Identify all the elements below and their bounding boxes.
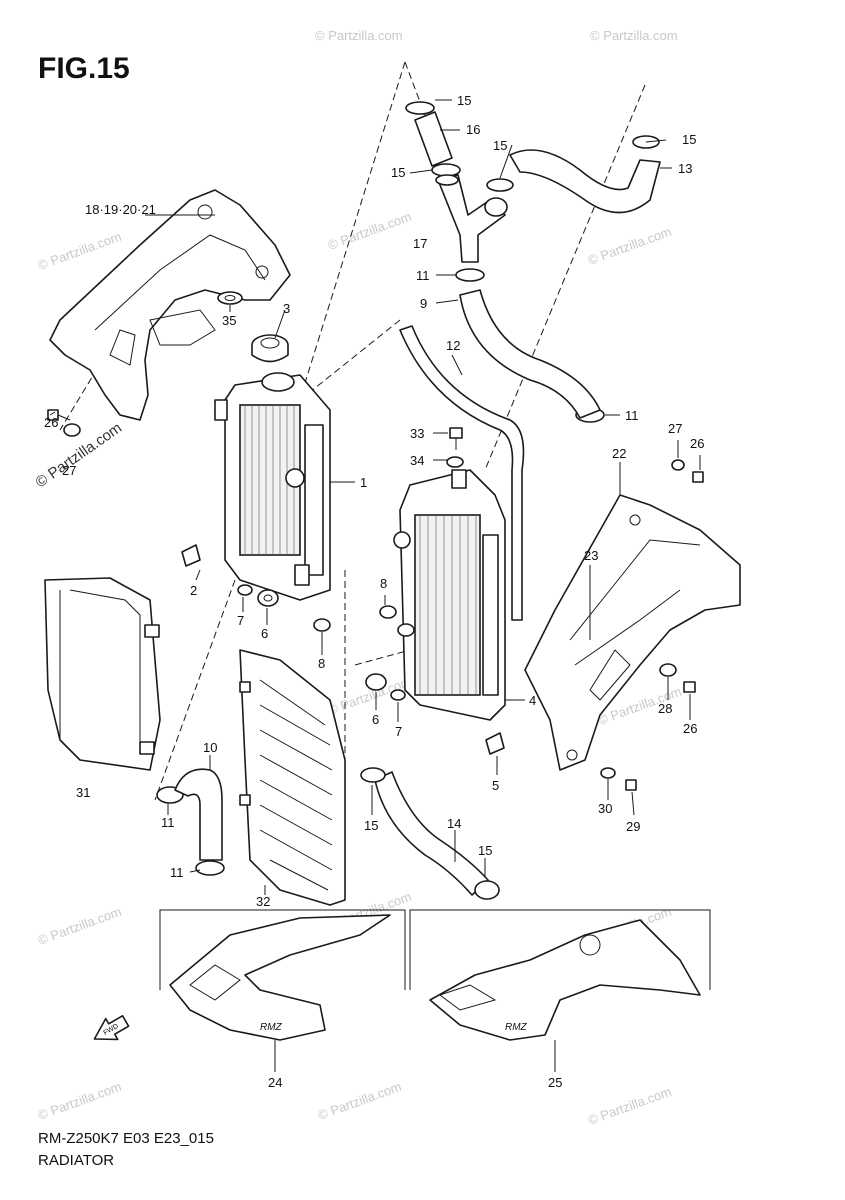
svg-text:RMZ: RMZ: [505, 1022, 528, 1033]
watermark: © Partzilla.com: [36, 229, 123, 273]
callout: 15: [457, 93, 471, 108]
watermark: © Partzilla.com: [36, 1079, 123, 1123]
hose-clamps-lower: [360, 767, 500, 900]
callout: 29: [626, 819, 640, 834]
grommet-35: [217, 291, 243, 305]
callout: 15: [391, 165, 405, 180]
callout: 4: [529, 693, 536, 708]
callout: 16: [466, 122, 480, 137]
radiator-1: [214, 372, 331, 601]
callout: 13: [678, 161, 692, 176]
callout: 15: [478, 843, 492, 858]
callout: 14: [447, 816, 461, 831]
bolts-right: [600, 459, 704, 791]
model-code: RM-Z250K7 E03 E23_015: [38, 1130, 214, 1147]
hose-16: [414, 111, 453, 167]
callout: 15: [682, 132, 696, 147]
bolt-33-washer-34: [446, 427, 464, 468]
callout: 30: [598, 801, 612, 816]
callout: 11: [416, 268, 430, 283]
callout: 10: [203, 740, 217, 755]
hose-9: [459, 289, 601, 419]
callout: 33: [410, 426, 424, 441]
side-cover-31: [44, 577, 161, 771]
watermark: © Partzilla.com: [590, 28, 678, 43]
callout: 17: [413, 236, 427, 251]
grommets-right: [365, 605, 415, 701]
callout: 28: [658, 701, 672, 716]
callout: 5: [492, 778, 499, 793]
callout: 35: [222, 313, 236, 328]
callout: 26: [690, 436, 704, 451]
radiator-shroud-right: [524, 494, 741, 771]
svg-text:RMZ: RMZ: [260, 1022, 283, 1033]
radiator-guard-32: [239, 649, 346, 906]
callout: 7: [395, 724, 402, 739]
callout: 7: [237, 613, 244, 628]
watermark: © Partzilla.com: [315, 28, 403, 43]
callout: 27: [62, 463, 76, 478]
callout: 8: [318, 656, 325, 671]
section-name: RADIATOR: [38, 1152, 115, 1169]
callout: 8: [380, 576, 387, 591]
decal-24: RMZ: [159, 909, 406, 1041]
callout: 1: [360, 475, 367, 490]
callout: 25: [548, 1075, 562, 1090]
callout: 6: [261, 626, 268, 641]
callout: 22: [612, 446, 626, 461]
watermark: © Partzilla.com: [326, 209, 413, 253]
callout: 11: [170, 865, 184, 880]
hose-10: [174, 768, 223, 861]
leader-lines: [49, 99, 701, 1072]
grommets-left: [237, 584, 331, 632]
decal-25: RMZ: [409, 909, 711, 1041]
fwd-arrow-icon: FWD: [93, 1015, 130, 1041]
hose-14: [374, 771, 489, 896]
radiator-4: [393, 469, 506, 721]
bolt-washer-left: [47, 409, 81, 437]
callout: 9: [420, 296, 427, 311]
callout: 18·19·20·21: [85, 202, 156, 217]
callout: 15: [493, 138, 507, 153]
callout: 31: [76, 785, 90, 800]
clip-2: [181, 544, 201, 567]
callout: 15: [364, 818, 378, 833]
callout: 24: [268, 1075, 282, 1090]
callout: 26: [683, 721, 697, 736]
y-joint-17: [435, 174, 508, 263]
callout: 11: [161, 815, 175, 830]
callout: 32: [256, 894, 270, 909]
watermark: © Partzilla.com: [316, 1079, 403, 1123]
overflow-tube-12: [399, 325, 525, 621]
watermark: © Partzilla.com: [586, 1084, 673, 1128]
watermark: © Partzilla.com: [586, 224, 673, 268]
radiator-shroud-left: [49, 189, 291, 421]
callout: 34: [410, 453, 424, 468]
figure-title: FIG.15: [38, 52, 130, 85]
callout: 6: [372, 712, 379, 727]
hose-13: [509, 149, 661, 214]
radiator-cap-3: [251, 334, 289, 363]
callout-labels: 15 16 15 15 15 13 17 11 9 12 11 18·19·20…: [44, 93, 704, 1090]
callout: 3: [283, 301, 290, 316]
callout: 26: [44, 415, 58, 430]
callout: 27: [668, 421, 682, 436]
callout: 11: [625, 408, 639, 423]
callout: 23: [584, 548, 598, 563]
watermark: © Partzilla.com: [36, 904, 123, 948]
clip-5: [485, 732, 505, 755]
callout: 2: [190, 583, 197, 598]
callout: 12: [446, 338, 460, 353]
